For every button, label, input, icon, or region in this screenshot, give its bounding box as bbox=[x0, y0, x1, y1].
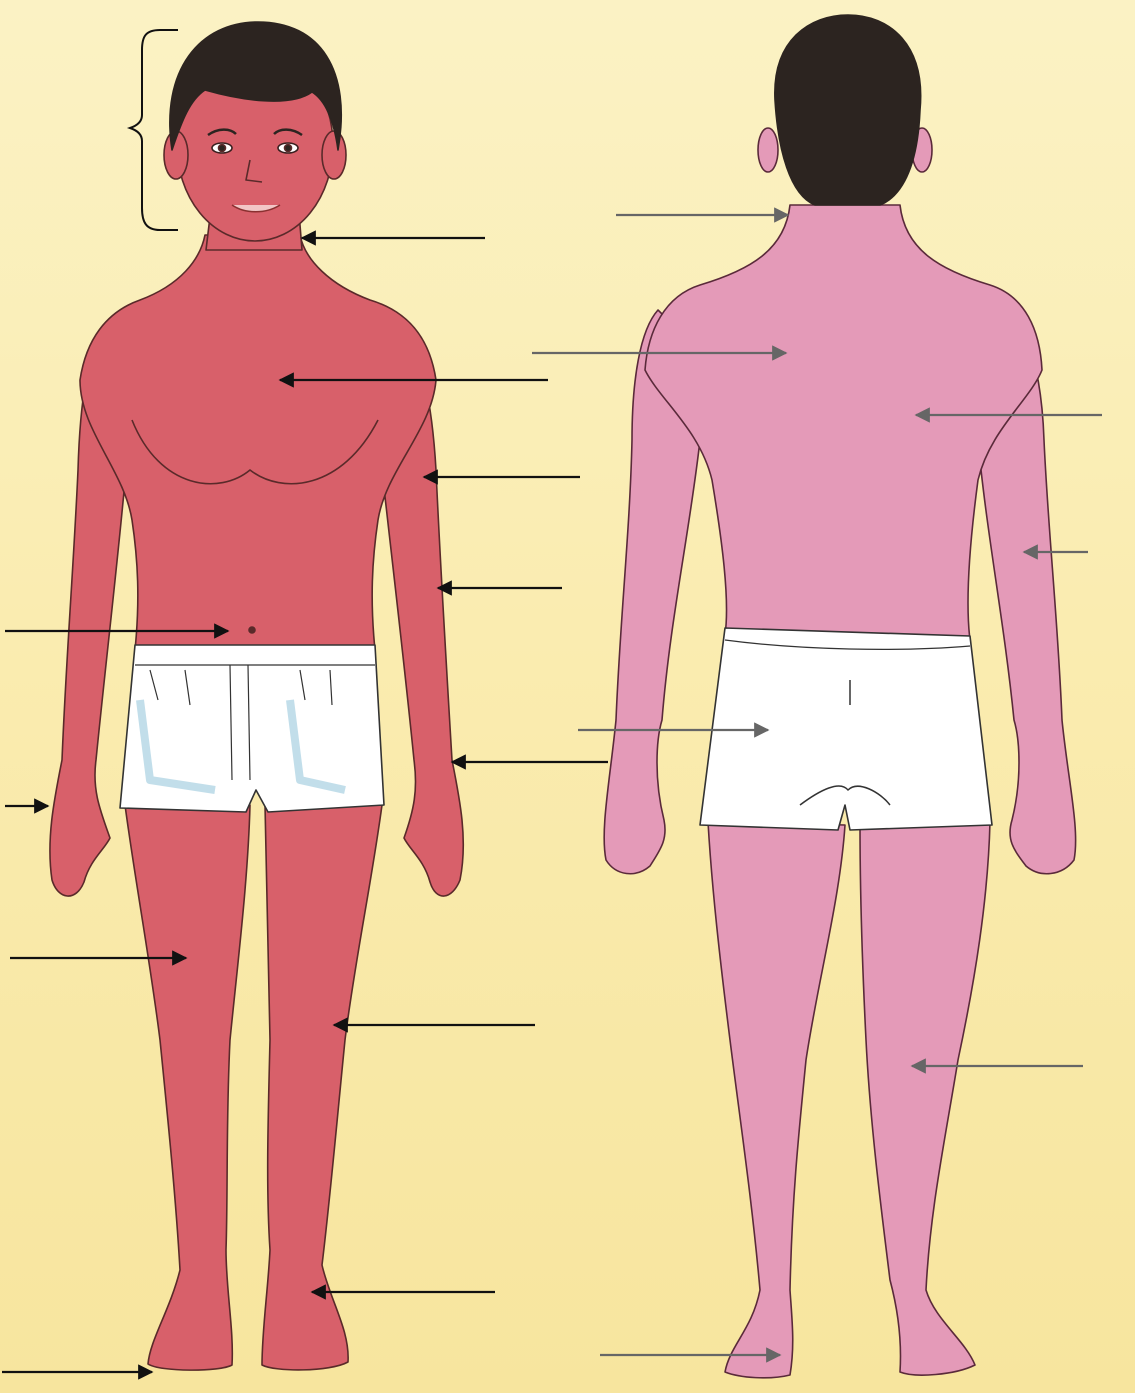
back-left-leg bbox=[708, 822, 845, 1378]
back-figure bbox=[604, 15, 1075, 1378]
back-hair bbox=[775, 15, 921, 205]
front-right-leg bbox=[262, 805, 382, 1370]
back-torso bbox=[645, 205, 1042, 640]
front-left-leg bbox=[125, 805, 250, 1370]
back-right-leg bbox=[860, 822, 990, 1375]
front-torso bbox=[80, 235, 436, 650]
front-figure bbox=[50, 22, 463, 1370]
